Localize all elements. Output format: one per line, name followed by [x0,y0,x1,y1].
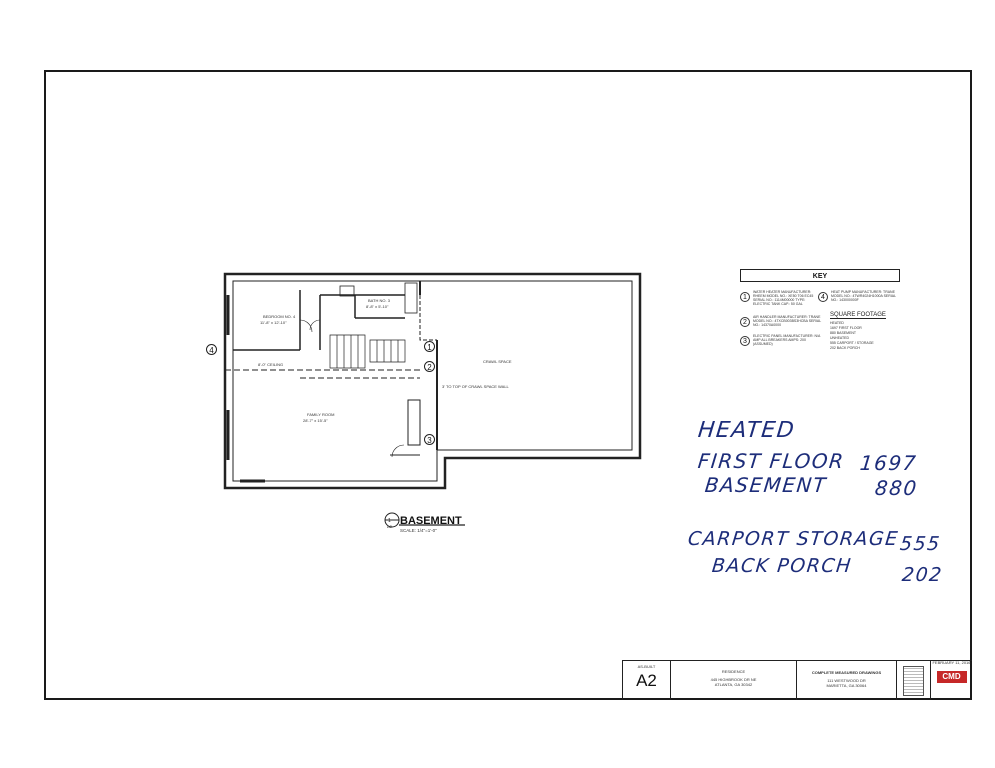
sheet-number: A2 [636,671,657,690]
bedroom-label: BEDROOM NO. 4 [263,314,296,319]
title-block-sheet-cell: AS-BUILT A2 [622,661,670,700]
hand-first-floor-value: 1697 [858,451,919,475]
marker-electric-panel: 3 [424,434,435,445]
drawing-sheet-border [44,70,972,700]
hand-porch-label: BACK PORCH [710,555,854,577]
callout-number: 1 [388,518,391,524]
bedroom-dims: 11'-8" x 12'-10" [260,320,287,325]
key-item-3: ELECTRIC PANEL MANUFACTURER: N/A AMP ALL… [753,334,821,346]
crawl-space-wall [419,281,438,450]
family-room-label: FAMILY ROOM [307,412,334,417]
hand-carport-value: 555 [898,533,942,555]
sqft-line-first-floor: 1697 FIRST FLOOR [830,326,862,330]
title-block-firm-cell: COMPLETE MEASURED DRAWINGS 111 WESTWOOD … [796,661,896,700]
plan-title: BASEMENT [400,515,462,527]
stamp-image [903,666,924,696]
key-num-4: 4 [818,292,828,302]
family-room-dims: 28'-7" x 15'-5" [303,418,328,423]
key-num-2: 2 [740,317,750,327]
key-title: KEY [740,269,900,282]
key-item-4: HEAT PUMP MANUFACTURER: TRANE MODEL NO.:… [831,290,896,302]
hand-basement-label: BASEMENT [703,473,829,497]
firm-name: COMPLETE MEASURED DRAWINGS [811,670,882,675]
callout-sheet: A2 [387,524,393,529]
sqft-line-porch: 202 BACK PORCH [830,346,860,350]
status-label: AS-BUILT [637,664,656,669]
hand-basement-value: 880 [873,476,919,500]
crawl-space-label: CRAWL SPACE [483,359,512,364]
key-num-1: 1 [740,292,750,302]
key-num-3: 3 [740,336,750,346]
ceiling-note: 8'-0" CEILING [258,362,283,367]
marker-heat-pump: 4 [206,344,217,355]
title-block-top-rule [622,660,972,661]
hand-porch-value: 202 [900,564,944,586]
hand-heated: HEATED [696,418,797,443]
key-item-2: AIR HANDLER MANUFACTURER: TRANE MODEL NO… [753,315,822,327]
marker-water-heater: 1 [424,341,435,352]
firm-logo: CMD [936,671,967,683]
sqft-line-basement: 880 BASEMENT [830,331,857,335]
project-address-2: ATLANTA, GA 30342 [714,682,753,687]
title-block-date-cell: FEBRUARY 11, 2016 CMD [930,660,972,700]
sqft-line-unheated: UNHEATED [830,336,849,340]
project-address-1: 445 HIGHBROOK DR NE [710,677,757,682]
marker-air-handler: 2 [424,361,435,372]
square-footage-title: SQUARE FOOTAGE [830,312,886,319]
bath-dims: 8'-8" x 5'-10" [366,304,389,309]
firm-address-1: 111 WESTWOOD DR [827,678,866,683]
plan-scale: SCALE: 1/4"=1'-0" [400,528,437,533]
hand-carport-label: CARPORT STORAGE [686,528,900,550]
bath-label: BATH NO. 3 [368,298,391,303]
sqft-line-heated: HEATED [830,321,844,325]
title-block-project-cell: RESIDENCE 445 HIGHBROOK DR NE ATLANTA, G… [670,661,796,700]
project-label: RESIDENCE [721,669,746,674]
hand-first-floor-label: FIRST FLOOR [696,449,846,473]
title-block-stamp-cell [896,661,930,700]
drawing-date: FEBRUARY 11, 2016 [932,660,971,665]
building-outline [223,272,642,490]
crawl-wall-note: 3' TO TOP OF CRAWL SPACE WALL [442,384,510,389]
key-item-1: WATER HEATER MANUFACTURER: RHEEM MODEL N… [753,290,814,306]
firm-address-2: MARIETTA, GA 30064 [826,683,867,688]
sqft-line-carport: 555 CARPORT / STORAGE [830,341,874,345]
